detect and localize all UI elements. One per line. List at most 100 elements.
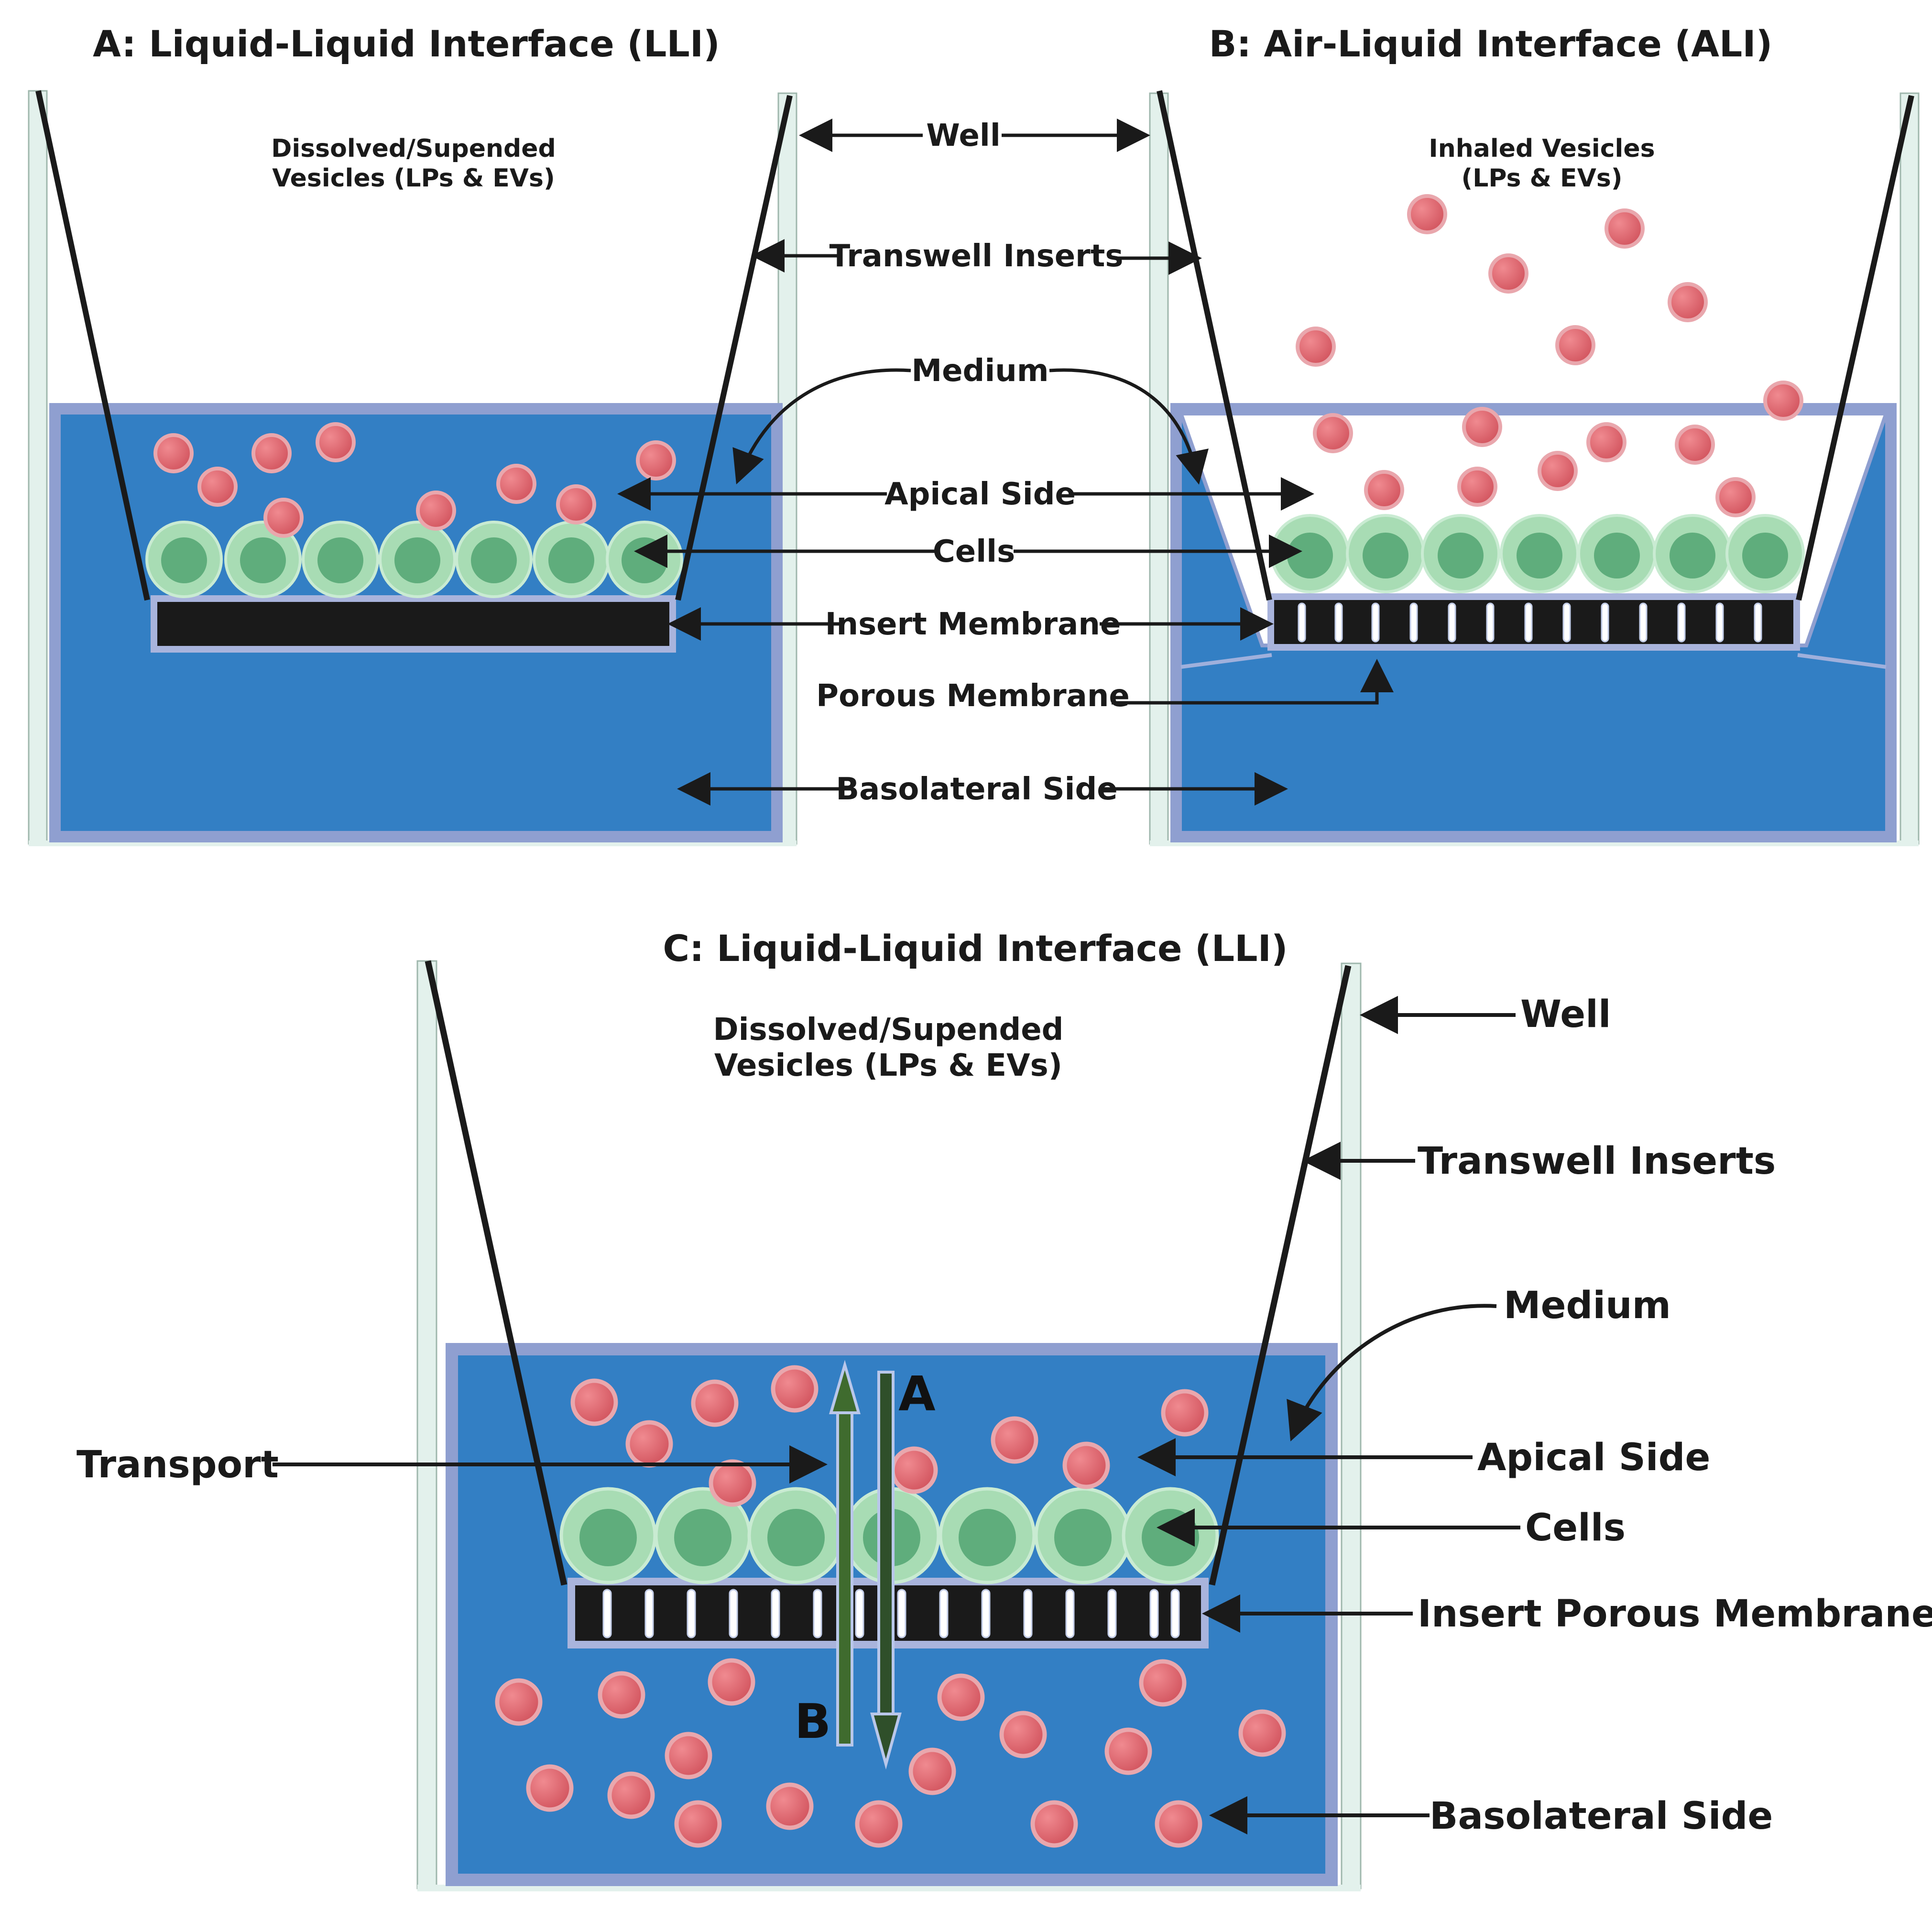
vesicle [908, 1747, 956, 1795]
medium-label: Medium [911, 353, 1048, 389]
medium-arrow-right [1049, 368, 1209, 485]
transport-down-shaft [877, 1371, 895, 1718]
transport-down-head [870, 1713, 902, 1770]
vesicle [1586, 422, 1626, 462]
vesicle [1668, 282, 1708, 322]
c-well-label: Well [1520, 993, 1611, 1036]
cell [1034, 1487, 1132, 1584]
panel-b-note-line1: Inhaled Vesicles [1429, 134, 1655, 163]
panel-b-note-line2: (LPs & EVs) [1461, 164, 1622, 193]
vesicle [674, 1800, 722, 1848]
cell [1421, 514, 1500, 593]
cell [747, 1487, 845, 1584]
vesicle [709, 1459, 756, 1507]
cell [939, 1487, 1036, 1584]
vesicle [197, 467, 238, 507]
transport-label: Transport [76, 1443, 279, 1486]
medium-arrow-left [732, 368, 911, 485]
vesicle [1457, 467, 1497, 507]
transwell-insert-left [425, 960, 568, 1586]
vesicle [691, 1379, 739, 1427]
cell [533, 521, 610, 598]
insert-membrane [151, 595, 676, 653]
cell [1725, 514, 1805, 593]
cell [559, 1487, 657, 1584]
panel-c-note-line1: Dissolved/Supended [713, 1012, 1064, 1048]
medium-arrow [1287, 1304, 1497, 1441]
vesicle [316, 422, 356, 462]
well-left-wall [1149, 92, 1169, 845]
c-cells-label: Cells [1525, 1506, 1626, 1550]
vesicle [1675, 425, 1715, 465]
transwell-insert-right [675, 95, 793, 601]
vesicle [1538, 451, 1578, 491]
vesicle [1161, 1389, 1209, 1437]
panel-a-note-line1: Dissolved/Supended [271, 134, 556, 163]
cell [1577, 514, 1657, 593]
vesicles-basolateral [495, 1658, 1286, 1848]
basolateral-side-label: Basolateral Side [836, 772, 1117, 807]
vesicle [607, 1771, 655, 1819]
ab-labels [617, 119, 1394, 806]
vesicle [636, 440, 676, 480]
panel-c-note-line2: Vesicles (LPs & EVs) [714, 1048, 1062, 1083]
transwell-insert-right [1796, 95, 1914, 601]
well-floor [417, 1885, 1361, 1891]
vesicle [598, 1671, 645, 1719]
vesicles [153, 422, 676, 538]
vesicle [1062, 1441, 1110, 1489]
c-basolateral-side-label: Basolateral Side [1430, 1795, 1773, 1838]
vesicle [890, 1446, 938, 1494]
transport-arrows [829, 1360, 902, 1770]
panel-a-title: A: Liquid-Liquid Interface (LLI) [93, 22, 720, 65]
well-label: Well [926, 118, 1001, 153]
vesicle [495, 1678, 543, 1726]
vesicle [153, 433, 194, 473]
panel-c: C: Liquid-Liquid Interface (LLI) [76, 927, 1932, 1891]
well-left-wall [28, 90, 48, 845]
vesicle [1605, 208, 1645, 249]
cell [1653, 514, 1732, 593]
vesicle [1763, 381, 1803, 421]
transport-a-label: A [898, 1366, 935, 1422]
apical-side-label: Apical Side [884, 477, 1076, 512]
porous-membrane-label: Porous Membrane [816, 678, 1130, 714]
vesicle [1407, 194, 1447, 234]
vesicle [263, 498, 304, 538]
vesicle [1364, 470, 1404, 510]
vesicle [1313, 413, 1353, 453]
vesicle [999, 1711, 1047, 1758]
c-insert-porous-membrane-label: Insert Porous Membrane [1418, 1593, 1932, 1636]
panel-a-note-line2: Vesicles (LPs & EVs) [272, 164, 555, 193]
vesicles [1296, 194, 1803, 517]
vesicle [570, 1378, 618, 1426]
cell [1122, 1487, 1219, 1584]
cell [654, 1487, 752, 1584]
vesicle [1104, 1727, 1152, 1775]
transwell-insert-left [35, 90, 150, 601]
cell [1500, 514, 1579, 593]
vesicle [1715, 477, 1756, 517]
transwell-insert-right [1209, 965, 1352, 1586]
vesicle [556, 484, 596, 524]
vesicle [991, 1416, 1038, 1464]
vesicle [1238, 1709, 1286, 1757]
cells-label: Cells [933, 534, 1015, 569]
vesicle [496, 464, 536, 504]
vesicle [855, 1800, 903, 1848]
porous-membrane [1267, 593, 1800, 651]
vesicle [1155, 1800, 1202, 1848]
panel-a: A: Liquid-Liquid Interface (LLI) [28, 22, 797, 846]
panel-b: B: Air-Liquid Interface (ALI) [1149, 22, 1920, 846]
transport-up-head [829, 1360, 861, 1414]
vesicle [416, 491, 456, 531]
panel-b-title: B: Air-Liquid Interface (ALI) [1209, 22, 1773, 65]
vesicle [708, 1658, 755, 1706]
medium-meniscus-left [1180, 653, 1272, 669]
vesicle [771, 1365, 819, 1413]
vesicle [937, 1673, 985, 1721]
well-right-wall [1899, 92, 1920, 845]
cell [455, 521, 533, 598]
transport-b-label: B [795, 1693, 831, 1749]
